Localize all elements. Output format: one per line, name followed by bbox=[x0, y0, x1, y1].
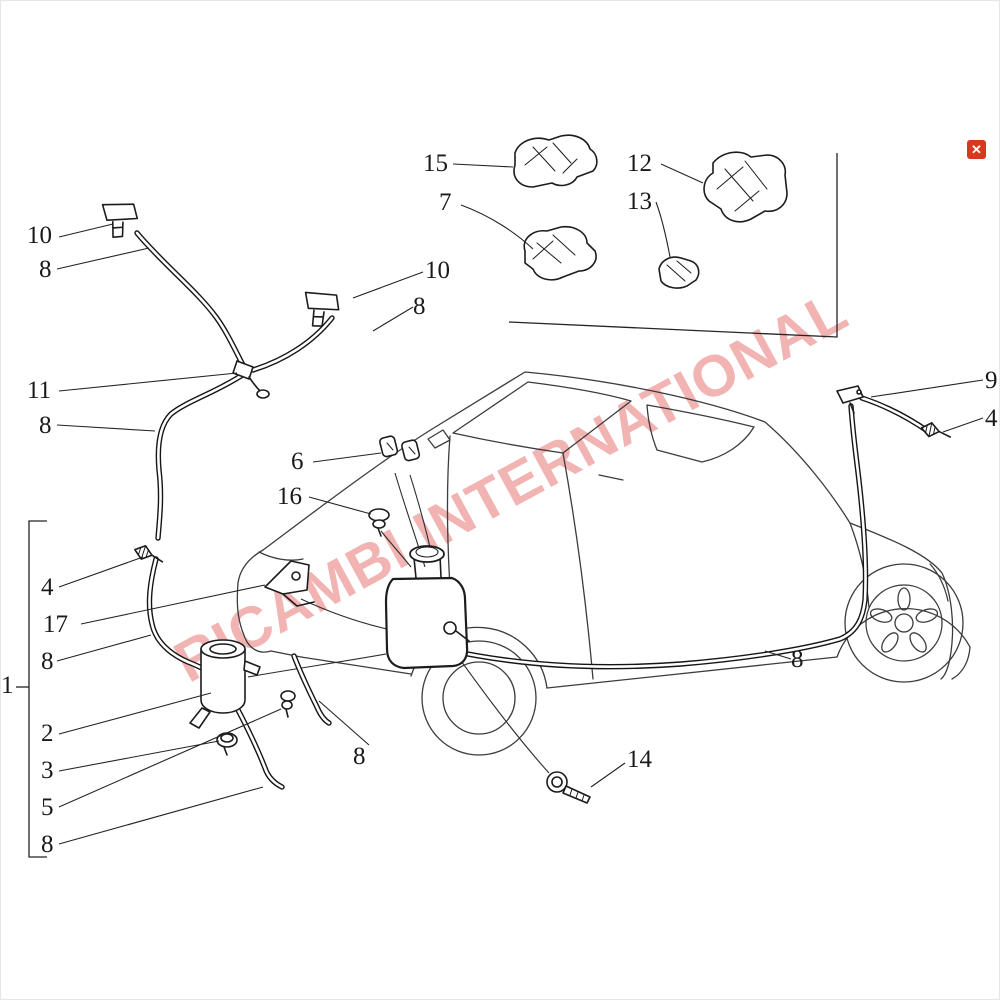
callout-8: 8 bbox=[413, 293, 426, 320]
car-body-outline bbox=[236, 371, 971, 756]
callout-4: 4 bbox=[985, 405, 998, 432]
bracket-part bbox=[264, 560, 315, 607]
callout-8: 8 bbox=[41, 831, 54, 858]
callout-12: 12 bbox=[627, 150, 652, 177]
callout-11: 11 bbox=[27, 377, 52, 404]
callout-2: 2 bbox=[41, 720, 54, 747]
callout-16: 16 bbox=[277, 483, 302, 510]
callout-1: 1 bbox=[1, 672, 14, 699]
washer-jet-part bbox=[101, 203, 139, 238]
clip-bracket-part-13 bbox=[658, 256, 700, 289]
washer-pump-part bbox=[189, 639, 261, 729]
rear-washer-jet-part bbox=[836, 385, 864, 414]
drain-screw-part bbox=[546, 771, 591, 804]
callout-8: 8 bbox=[353, 743, 366, 770]
callout-6: 6 bbox=[291, 448, 304, 475]
callout-8: 8 bbox=[39, 412, 52, 439]
leader-lines bbox=[56, 163, 984, 845]
callout-8: 8 bbox=[791, 646, 804, 673]
washer-reservoir-part bbox=[384, 545, 470, 670]
callout-4: 4 bbox=[41, 574, 54, 601]
callout-10: 10 bbox=[27, 222, 52, 249]
clip-bracket-part-15 bbox=[513, 134, 598, 188]
close-icon: ✕ bbox=[971, 141, 982, 157]
clip-bracket-part-12 bbox=[703, 151, 788, 223]
bracket-lines bbox=[16, 153, 838, 858]
valve-pair-part bbox=[379, 435, 421, 462]
grommet-part bbox=[368, 508, 390, 537]
callout-10: 10 bbox=[425, 257, 450, 284]
parts bbox=[101, 134, 952, 804]
callout-13: 13 bbox=[627, 188, 652, 215]
callout-14: 14 bbox=[627, 746, 652, 773]
cap-part bbox=[216, 732, 238, 756]
tube-junction-part bbox=[232, 360, 270, 399]
callout-17: 17 bbox=[43, 611, 68, 638]
hose-connector-part bbox=[920, 422, 952, 438]
callout-8: 8 bbox=[39, 256, 52, 283]
hose-connector-part bbox=[134, 544, 164, 563]
washer-tubing bbox=[137, 233, 929, 787]
callout-5: 5 bbox=[41, 794, 54, 821]
washer-jet-part bbox=[304, 291, 340, 327]
clip-bracket-part-7 bbox=[523, 225, 597, 281]
callout-7: 7 bbox=[439, 189, 452, 216]
callout-9: 9 bbox=[985, 367, 998, 394]
callout-8: 8 bbox=[41, 648, 54, 675]
grommet-small-part bbox=[280, 690, 296, 718]
callout-15: 15 bbox=[423, 150, 448, 177]
callout-3: 3 bbox=[41, 757, 54, 784]
close-button[interactable]: ✕ bbox=[967, 140, 986, 159]
